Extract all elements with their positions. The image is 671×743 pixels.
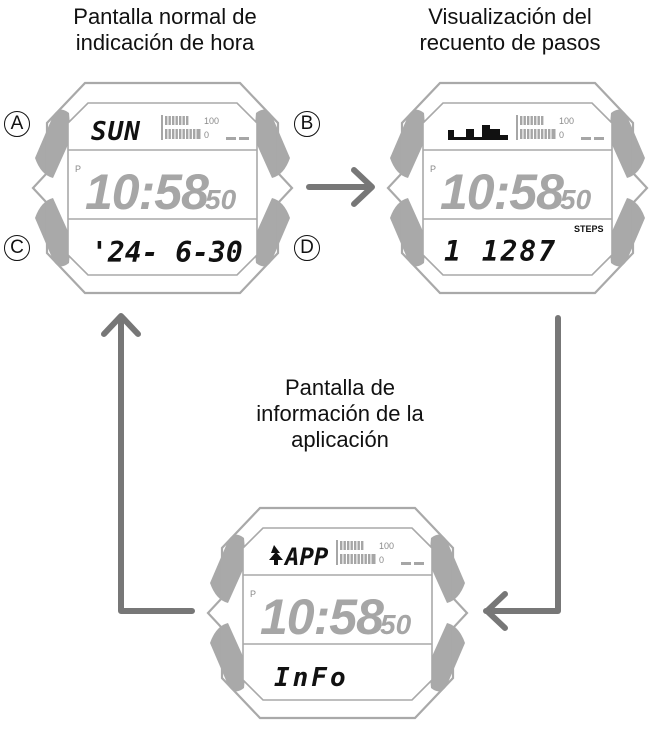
scale-max: 100 [204,116,219,126]
scale-min: 0 [204,130,209,140]
caption-step-count: Visualización del recuento de pasos [360,4,660,56]
watch-step-count: 100 0 P 10:58 50 STEPS 1 1287 [386,81,649,295]
time-display: 10:58 [85,164,209,220]
watch-app-info: 100 0 APP P 10:58 50 InFo [206,506,469,720]
seconds-display: 50 [380,609,412,640]
app-label: APP [283,543,329,571]
info-text: InFo [274,663,349,693]
time-display: 10:58 [440,164,564,220]
app-tree-icon [269,545,283,565]
time-display: 10:58 [260,589,384,645]
pm-indicator: P [250,589,256,599]
arrow-app-to-normal [101,313,195,614]
step-count-value: 1 1287 [444,235,557,268]
caption-line: Visualización del [428,4,592,29]
button-b-label: B [294,111,320,137]
caption-line: información de la [256,401,424,426]
day-of-week: SUN [91,117,141,147]
button-d-label: D [294,235,320,261]
pm-indicator: P [75,164,81,174]
watch-normal-timekeeping: 100 0 SUN P 10:58 50 '24- 6-30 [31,81,294,295]
caption-line: Pantalla normal de [73,4,257,29]
button-c-label: C [4,235,30,261]
caption-line: recuento de pasos [419,30,601,55]
seconds-display: 50 [560,184,592,215]
scale-min: 0 [559,130,564,140]
button-a-label: A [4,111,30,137]
caption-line: Pantalla de [284,375,396,400]
pm-indicator: P [430,164,436,174]
caption-normal-timekeeping: Pantalla normal de indicación de hora [20,4,310,56]
arrow-normal-to-steps [306,167,375,207]
seconds-display: 50 [205,184,237,215]
step-bar-graph-icon [448,125,508,140]
steps-label: STEPS [574,224,604,234]
caption-line: indicación de hora [75,30,255,55]
scale-min: 0 [379,555,384,565]
caption-line: aplicación [291,427,389,452]
scale-max: 100 [559,116,574,126]
scale-max: 100 [379,541,394,551]
date-display: '24- 6-30 [91,236,243,269]
arrow-steps-to-app [483,315,561,631]
caption-app-info: Pantalla de información de la aplicación [200,375,480,453]
